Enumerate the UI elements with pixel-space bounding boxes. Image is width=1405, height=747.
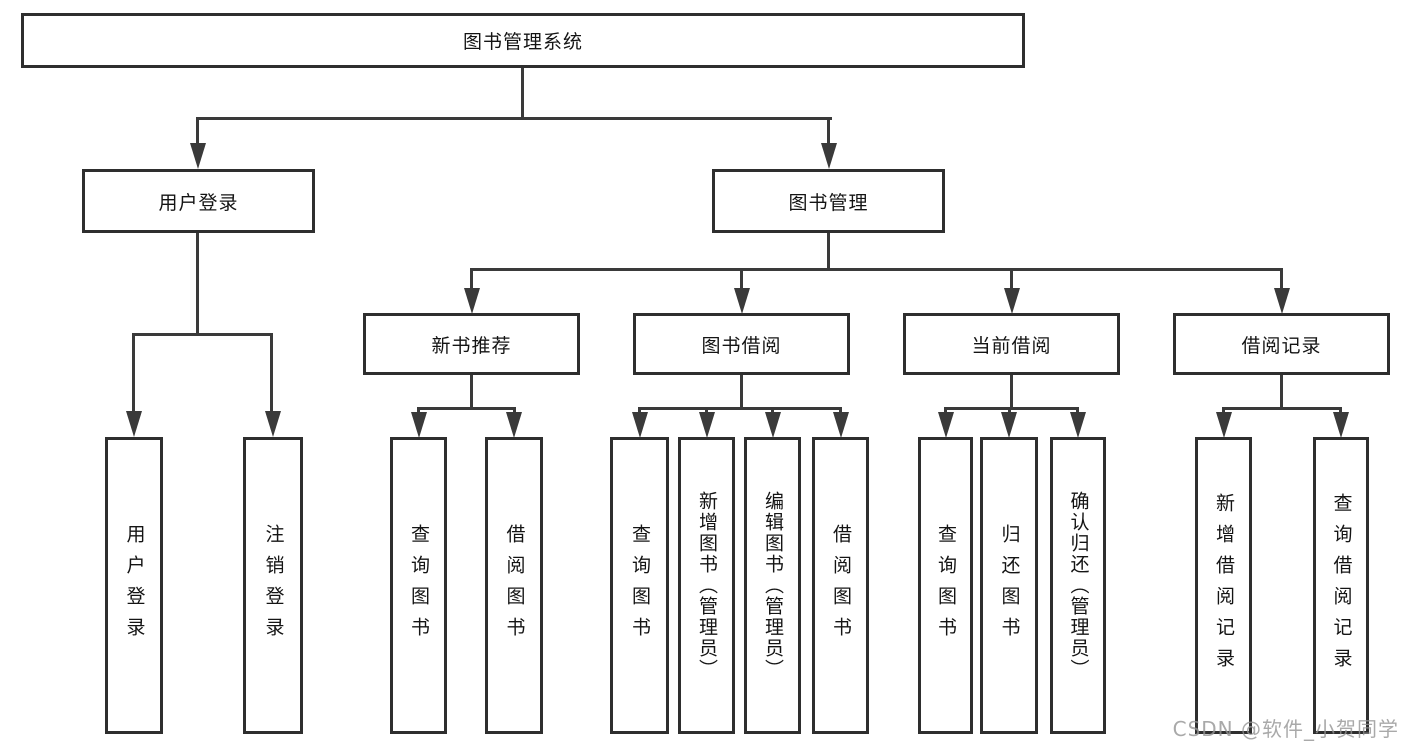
- arrow-to-leaf-add-book-admin: [699, 412, 715, 438]
- arrow-to-leaf-confirm-return: [1070, 412, 1086, 438]
- arrow-to-leaf-add-borrow-record: [1216, 412, 1232, 438]
- connector-userlogin-stem: [196, 232, 199, 336]
- leaf-user-login-label: 用户登录: [123, 523, 146, 648]
- leaf-add-book-admin-label: 新增图书（管理员）: [696, 491, 718, 680]
- arrow-to-leaf-user-login: [126, 411, 142, 437]
- node-book-management: 图书管理: [712, 169, 945, 233]
- node-book-borrow: 图书借阅: [633, 313, 850, 375]
- leaf-logout-label: 注销登录: [262, 523, 285, 648]
- leaf-borrow-books-label: 借阅图书: [830, 523, 852, 648]
- arrow-to-leaf-query-borrow-record: [1333, 412, 1349, 438]
- arrow-to-new-book-recommend: [464, 288, 480, 314]
- node-root: 图书管理系统: [21, 13, 1025, 68]
- leaf-add-book-admin: 新增图书（管理员）: [678, 437, 735, 734]
- connector-root-hbar: [196, 117, 832, 120]
- arrow-to-leaf-query-books-borrow: [632, 412, 648, 438]
- connector-l3-stem-2: [740, 268, 743, 292]
- arrow-to-leaf-logout: [265, 411, 281, 437]
- node-user-login-label: 用户登录: [158, 191, 239, 214]
- arrow-to-leaf-return-books: [1001, 412, 1017, 438]
- leaf-query-books-recommend: 查询图书: [390, 437, 447, 734]
- node-root-label: 图书管理系统: [462, 31, 583, 53]
- leaf-add-borrow-record-label: 新增借阅记录: [1213, 492, 1235, 679]
- connector-root-stem: [521, 67, 524, 119]
- leaf-query-books-borrow: 查询图书: [610, 437, 669, 734]
- arrow-to-current-borrow: [1004, 288, 1020, 314]
- leaf-query-borrow-record-label: 查询借阅记录: [1330, 492, 1353, 679]
- leaf-borrow-books-recommend-label: 借阅图书: [503, 523, 526, 648]
- node-book-management-label: 图书管理: [788, 191, 869, 214]
- node-borrow-records-label: 借阅记录: [1241, 334, 1322, 357]
- connector-userlogin-left-stem: [132, 333, 135, 413]
- connector-root-right-stem: [827, 117, 830, 149]
- connector-current-hbar: [944, 407, 1079, 410]
- connector-records-stem: [1280, 375, 1283, 410]
- leaf-return-books-label: 归还图书: [998, 523, 1021, 648]
- connector-recommend-stem: [470, 375, 473, 410]
- arrow-to-book-management: [821, 143, 837, 169]
- connector-bookmgmt-hbar: [470, 268, 1283, 271]
- leaf-confirm-return-admin-label: 确认归还（管理员）: [1067, 491, 1090, 680]
- connector-bookmgmt-stem: [827, 233, 830, 271]
- leaf-query-books-borrow-label: 查询图书: [629, 523, 651, 648]
- connector-borrow-stem: [740, 375, 743, 410]
- leaf-query-books-current-label: 查询图书: [935, 523, 957, 648]
- connector-borrow-hbar: [638, 407, 842, 410]
- leaf-query-books-current: 查询图书: [918, 437, 973, 734]
- connector-current-stem: [1010, 375, 1013, 410]
- connector-l3-stem-4: [1280, 268, 1283, 292]
- leaf-edit-book-admin: 编辑图书（管理员）: [744, 437, 801, 734]
- leaf-add-borrow-record: 新增借阅记录: [1195, 437, 1252, 734]
- leaf-query-books-recommend-label: 查询图书: [408, 523, 430, 648]
- leaf-user-login: 用户登录: [105, 437, 163, 734]
- arrow-to-leaf-edit-book-admin: [765, 412, 781, 438]
- arrow-to-leaf-query-books-recommend: [411, 412, 427, 438]
- node-current-borrow: 当前借阅: [903, 313, 1120, 375]
- connector-recommend-hbar: [417, 407, 516, 410]
- connector-l3-stem-3: [1010, 268, 1013, 292]
- arrow-to-leaf-query-books-current: [938, 412, 954, 438]
- arrow-to-leaf-borrow-books: [833, 412, 849, 438]
- node-new-book-recommend: 新书推荐: [363, 313, 580, 375]
- arrow-to-user-login: [190, 143, 206, 169]
- node-new-book-recommend-label: 新书推荐: [431, 334, 512, 357]
- leaf-borrow-books-recommend: 借阅图书: [485, 437, 543, 734]
- leaf-edit-book-admin-label: 编辑图书（管理员）: [762, 491, 784, 680]
- connector-userlogin-hbar: [132, 333, 273, 336]
- csdn-watermark: CSDN @软件_小贺同学: [1172, 717, 1399, 741]
- arrow-to-borrow-records: [1274, 288, 1290, 314]
- leaf-query-borrow-record: 查询借阅记录: [1313, 437, 1369, 734]
- node-borrow-records: 借阅记录: [1173, 313, 1390, 375]
- arrow-to-book-borrow: [734, 288, 750, 314]
- connector-records-hbar: [1222, 407, 1342, 410]
- leaf-confirm-return-admin: 确认归还（管理员）: [1050, 437, 1106, 734]
- node-book-borrow-label: 图书借阅: [701, 334, 782, 357]
- connector-root-left-stem: [196, 117, 199, 149]
- node-user-login: 用户登录: [82, 169, 315, 233]
- node-current-borrow-label: 当前借阅: [971, 334, 1052, 357]
- leaf-return-books: 归还图书: [980, 437, 1038, 734]
- connector-userlogin-right-stem: [270, 333, 273, 413]
- connector-l3-stem-1: [470, 268, 473, 292]
- arrow-to-leaf-borrow-books-recommend: [506, 412, 522, 438]
- leaf-logout: 注销登录: [243, 437, 303, 734]
- leaf-borrow-books: 借阅图书: [812, 437, 869, 734]
